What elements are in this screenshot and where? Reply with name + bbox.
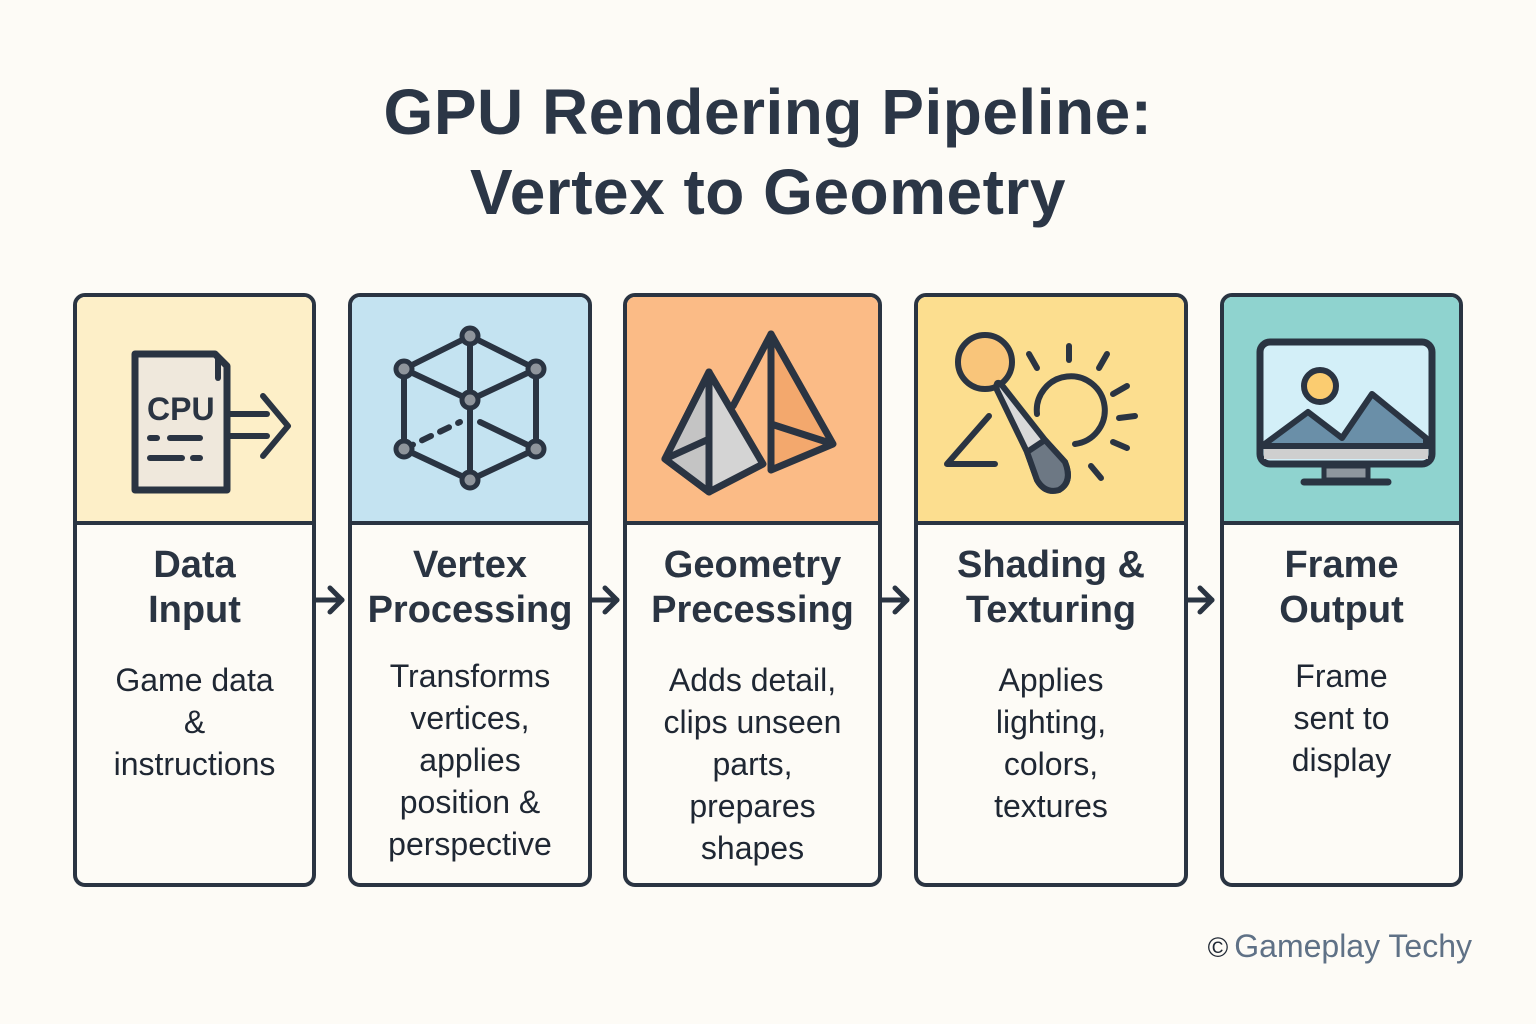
icon-panel xyxy=(627,297,878,525)
stage-description: Adds detail, clips unseen parts, prepare… xyxy=(663,662,842,866)
stage-heading: Frame Output xyxy=(1279,544,1404,631)
pyramids-icon xyxy=(661,330,836,496)
title-line-2: Vertex to Geometry xyxy=(470,156,1066,228)
icon-panel xyxy=(1224,297,1459,525)
stage-description: Transforms vertices, applies position & … xyxy=(388,658,552,862)
arrow-right-icon xyxy=(1184,585,1215,615)
stage-heading: Geometry Precessing xyxy=(651,544,854,631)
copyright-credit: ©Gameplay Techy xyxy=(1208,928,1472,965)
stage-card-data-input: CPU Data Input Game data & instructions xyxy=(73,293,316,887)
stage-heading: Data Input xyxy=(148,544,241,631)
icon-panel xyxy=(918,297,1184,525)
stage-description: Frame sent to display xyxy=(1291,658,1392,778)
cpu-label: CPU xyxy=(147,391,215,427)
copyright-icon: © xyxy=(1207,932,1229,963)
stage-description: Game data & instructions xyxy=(113,662,276,782)
stage-card-shading-texturing: Shading & Texturing Applies lighting, co… xyxy=(914,293,1188,887)
stage-heading: Shading & Texturing xyxy=(957,544,1145,631)
credit-text: Gameplay Techy xyxy=(1234,928,1472,964)
stage-description: Applies lighting, colors, textures xyxy=(994,662,1108,824)
stage-card-geometry-processing: Geometry Precessing Adds detail, clips u… xyxy=(623,293,882,887)
diagram-title: GPU Rendering Pipeline: Vertex to Geomet… xyxy=(0,72,1536,232)
stage-card-frame-output: Frame Output Frame sent to display xyxy=(1220,293,1463,887)
stage-heading: Vertex Processing xyxy=(367,544,573,631)
arrow-right-icon xyxy=(589,585,620,615)
arrow-right-icon xyxy=(879,585,910,615)
title-line-1: GPU Rendering Pipeline: xyxy=(383,76,1153,148)
stage-card-vertex-processing: Vertex Processing Transforms vertices, a… xyxy=(348,293,592,887)
cpu-document-arrow-icon: CPU xyxy=(131,350,291,494)
arrow-right-icon xyxy=(314,585,345,615)
icon-panel xyxy=(352,297,588,525)
shading-brush-sun-icon xyxy=(944,332,1138,494)
icon-panel: CPU xyxy=(77,297,312,525)
monitor-landscape-icon xyxy=(1256,338,1435,486)
wireframe-cube-icon xyxy=(393,325,547,491)
